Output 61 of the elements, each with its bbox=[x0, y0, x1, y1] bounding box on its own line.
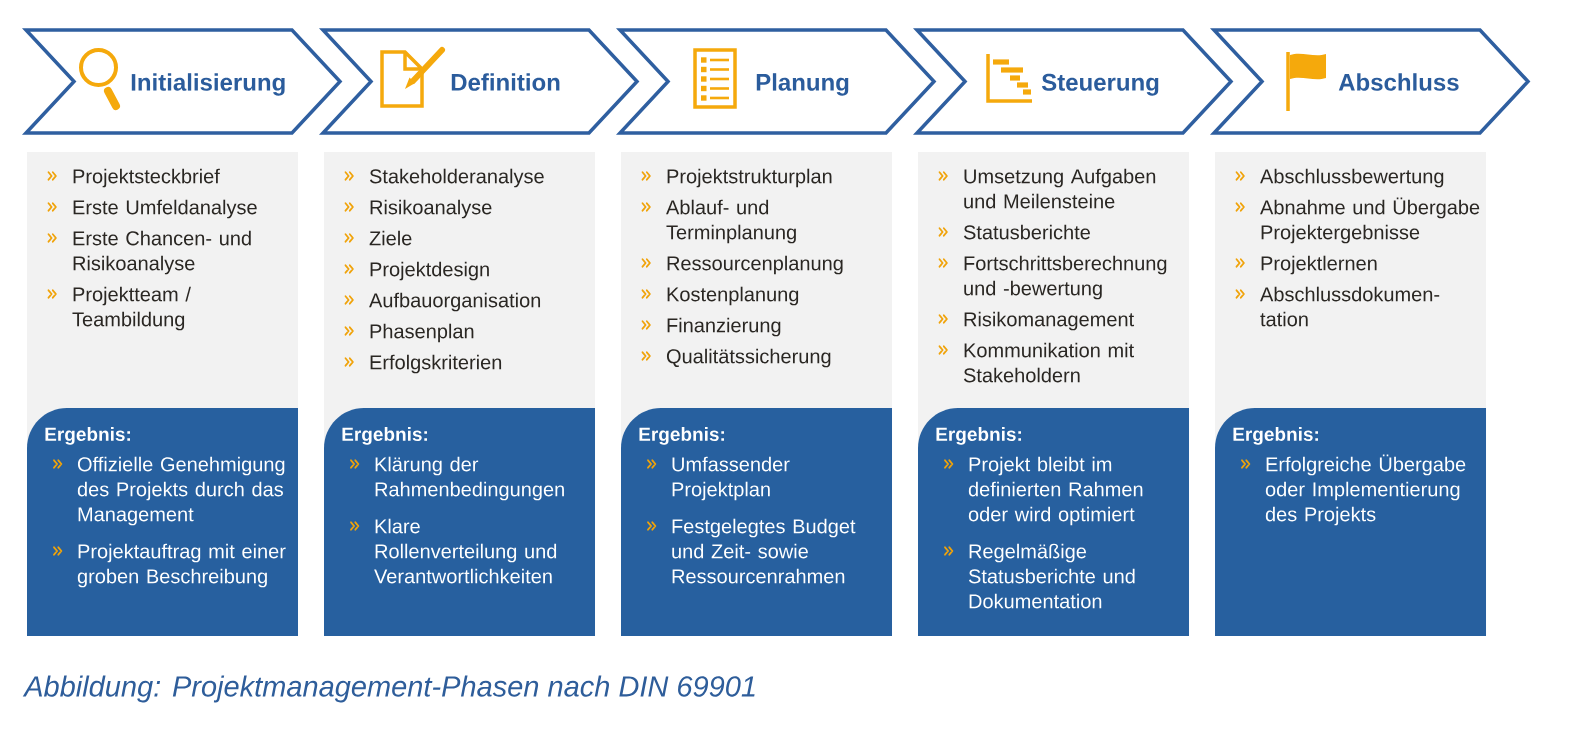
phase-title: Initialisierung bbox=[131, 73, 285, 96]
list-item: Risikoanalyse bbox=[370, 199, 492, 219]
result-heading: Ergebnis: bbox=[936, 427, 1021, 445]
phase-header bbox=[319, 28, 640, 135]
phase-header bbox=[616, 28, 937, 135]
list-item: Finanzierung bbox=[667, 317, 781, 337]
result-panel bbox=[27, 408, 298, 636]
list-item: Projekt bleibt im definierten Rahmen oder wird optimiert bbox=[968, 456, 1143, 526]
result-heading: Ergebnis: bbox=[342, 427, 427, 445]
result-heading: Ergebnis: bbox=[1233, 427, 1318, 445]
list-item: Fortschrittsberechnung und -bewertung bbox=[964, 255, 1167, 300]
list-item: Kostenplanung bbox=[667, 286, 799, 306]
list-item: Festgelegtes Budget und Zeit- sowie Ressourcenrahmen bbox=[672, 518, 856, 584]
list-item: Erfolgskriterien bbox=[370, 354, 502, 374]
list-item: Stakeholderanalyse bbox=[369, 168, 544, 188]
list-panel bbox=[918, 152, 1189, 408]
result-panel bbox=[324, 408, 595, 636]
result-heading: Ergebnis: bbox=[45, 427, 130, 445]
list-item: Statusberichte bbox=[963, 224, 1090, 240]
list-item: Projektteam / Teambildung bbox=[72, 286, 191, 331]
list-item: Offizielle Genehmigung des Projekts durch das Management bbox=[77, 456, 285, 526]
list-item: Umsetzung Aufgaben und Meilensteine bbox=[964, 168, 1156, 209]
result-panel bbox=[1215, 408, 1486, 636]
list-item: Aufbauorganisation bbox=[369, 292, 540, 312]
list-panel bbox=[27, 152, 298, 408]
list-item: Qualitätssicherung bbox=[666, 348, 831, 368]
list-item: Projektstrukturplan bbox=[667, 168, 832, 188]
list-item: Erfolgreiche Übergabe oder Implementierung des Projekts bbox=[1265, 454, 1466, 526]
list-item: Phasenplan bbox=[370, 323, 474, 343]
list-item: Kommunikation mit Stakeholdern bbox=[963, 342, 1134, 383]
list-item: Projektauftrag mit einer groben Beschreibung bbox=[77, 543, 286, 588]
list-item: Ressourcenplanung bbox=[667, 255, 843, 275]
list-panel bbox=[324, 152, 595, 408]
list-item: Projektsteckbrief bbox=[73, 168, 220, 188]
list-item: Abnahme und Übergabe Projektergebnisse bbox=[1260, 197, 1480, 244]
result-panel bbox=[918, 408, 1189, 636]
list-panel bbox=[621, 152, 892, 408]
phase-header bbox=[21, 28, 343, 135]
list-item: Regelmäßige Statusberichte und Dokumentation bbox=[968, 543, 1135, 609]
phase-header bbox=[913, 28, 1234, 135]
phase-title: Steuerung bbox=[1041, 73, 1159, 96]
phase-title: Abschluss bbox=[1338, 73, 1459, 91]
list-item: Klare Rollenverteilung und Verantwortlichkeiten bbox=[374, 518, 557, 584]
list-item: Abschlussdokumen- tation bbox=[1260, 286, 1440, 327]
list-item: Erste Umfeldanalyse bbox=[73, 199, 257, 219]
list-item: Abschlussbewertung bbox=[1260, 168, 1444, 188]
list-item: Erste Chancen- und Risikoanalyse bbox=[73, 230, 251, 275]
result-heading: Ergebnis: bbox=[639, 427, 724, 445]
list-item: Projektlernen bbox=[1261, 255, 1377, 275]
caption: Abbildung: Projektmanagement-Phasen nach DIN 69901 bbox=[22, 675, 755, 703]
list-item: Ziele bbox=[369, 230, 412, 246]
phase-title: Definition bbox=[451, 73, 560, 91]
result-panel bbox=[621, 408, 892, 636]
list-panel bbox=[1215, 152, 1486, 408]
phase-title: Planung bbox=[756, 73, 849, 96]
list-item: Risikomanagement bbox=[964, 311, 1134, 331]
list-item: Umfassender Projektplan bbox=[672, 456, 790, 501]
list-item: Projektdesign bbox=[370, 261, 489, 281]
phase-header bbox=[1210, 28, 1531, 135]
list-item: Ablauf- und Terminplanung bbox=[666, 199, 796, 244]
list-item: Klärung der Rahmenbedingungen bbox=[375, 456, 564, 501]
